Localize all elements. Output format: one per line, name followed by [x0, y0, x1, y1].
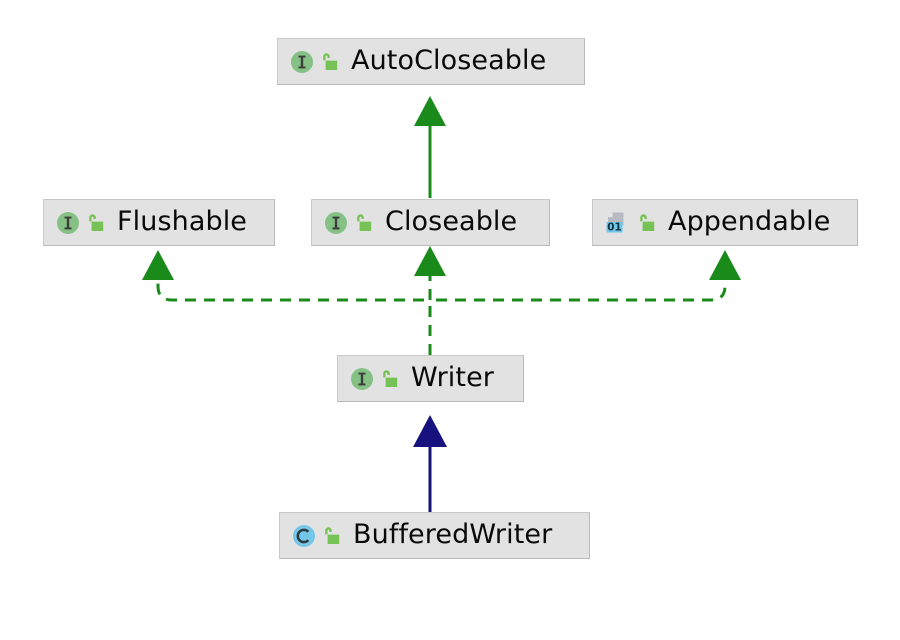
class-c-icon [292, 524, 316, 548]
node-label: Closeable [385, 206, 518, 237]
edge-writer-flushable [142, 250, 424, 302]
node-closeable[interactable]: Closeable [311, 199, 550, 246]
node-label: Writer [411, 362, 494, 393]
interface-i-icon [290, 50, 314, 74]
node-label: BufferedWriter [353, 519, 553, 550]
unlocked-padlock-icon [80, 213, 117, 233]
node-label: AutoCloseable [351, 45, 547, 76]
svg-text:01: 01 [607, 221, 621, 233]
unlocked-padlock-icon [314, 52, 351, 72]
node-writer[interactable]: Writer [337, 355, 524, 402]
edge-writer-appendable [436, 250, 741, 302]
binary-file-01-icon: 01 [605, 210, 631, 235]
node-flushable[interactable]: Flushable [43, 199, 275, 246]
edge-bufferedwriter-writer [413, 415, 447, 512]
node-label: Appendable [668, 206, 831, 237]
interface-i-icon [324, 211, 348, 235]
interface-i-icon [350, 367, 374, 391]
unlocked-padlock-icon [374, 369, 411, 389]
edge-closeable-autocloseable [414, 96, 446, 198]
unlocked-padlock-icon [348, 213, 385, 233]
edge-writer-closeable [414, 246, 446, 300]
node-autocloseable[interactable]: AutoCloseable [277, 38, 585, 85]
interface-i-icon [56, 211, 80, 235]
node-label: Flushable [117, 206, 248, 237]
unlocked-padlock-icon [631, 213, 668, 233]
node-appendable[interactable]: 01 Appendable [592, 199, 858, 246]
node-bufferedwriter[interactable]: BufferedWriter [279, 512, 590, 559]
unlocked-padlock-icon [316, 526, 353, 546]
